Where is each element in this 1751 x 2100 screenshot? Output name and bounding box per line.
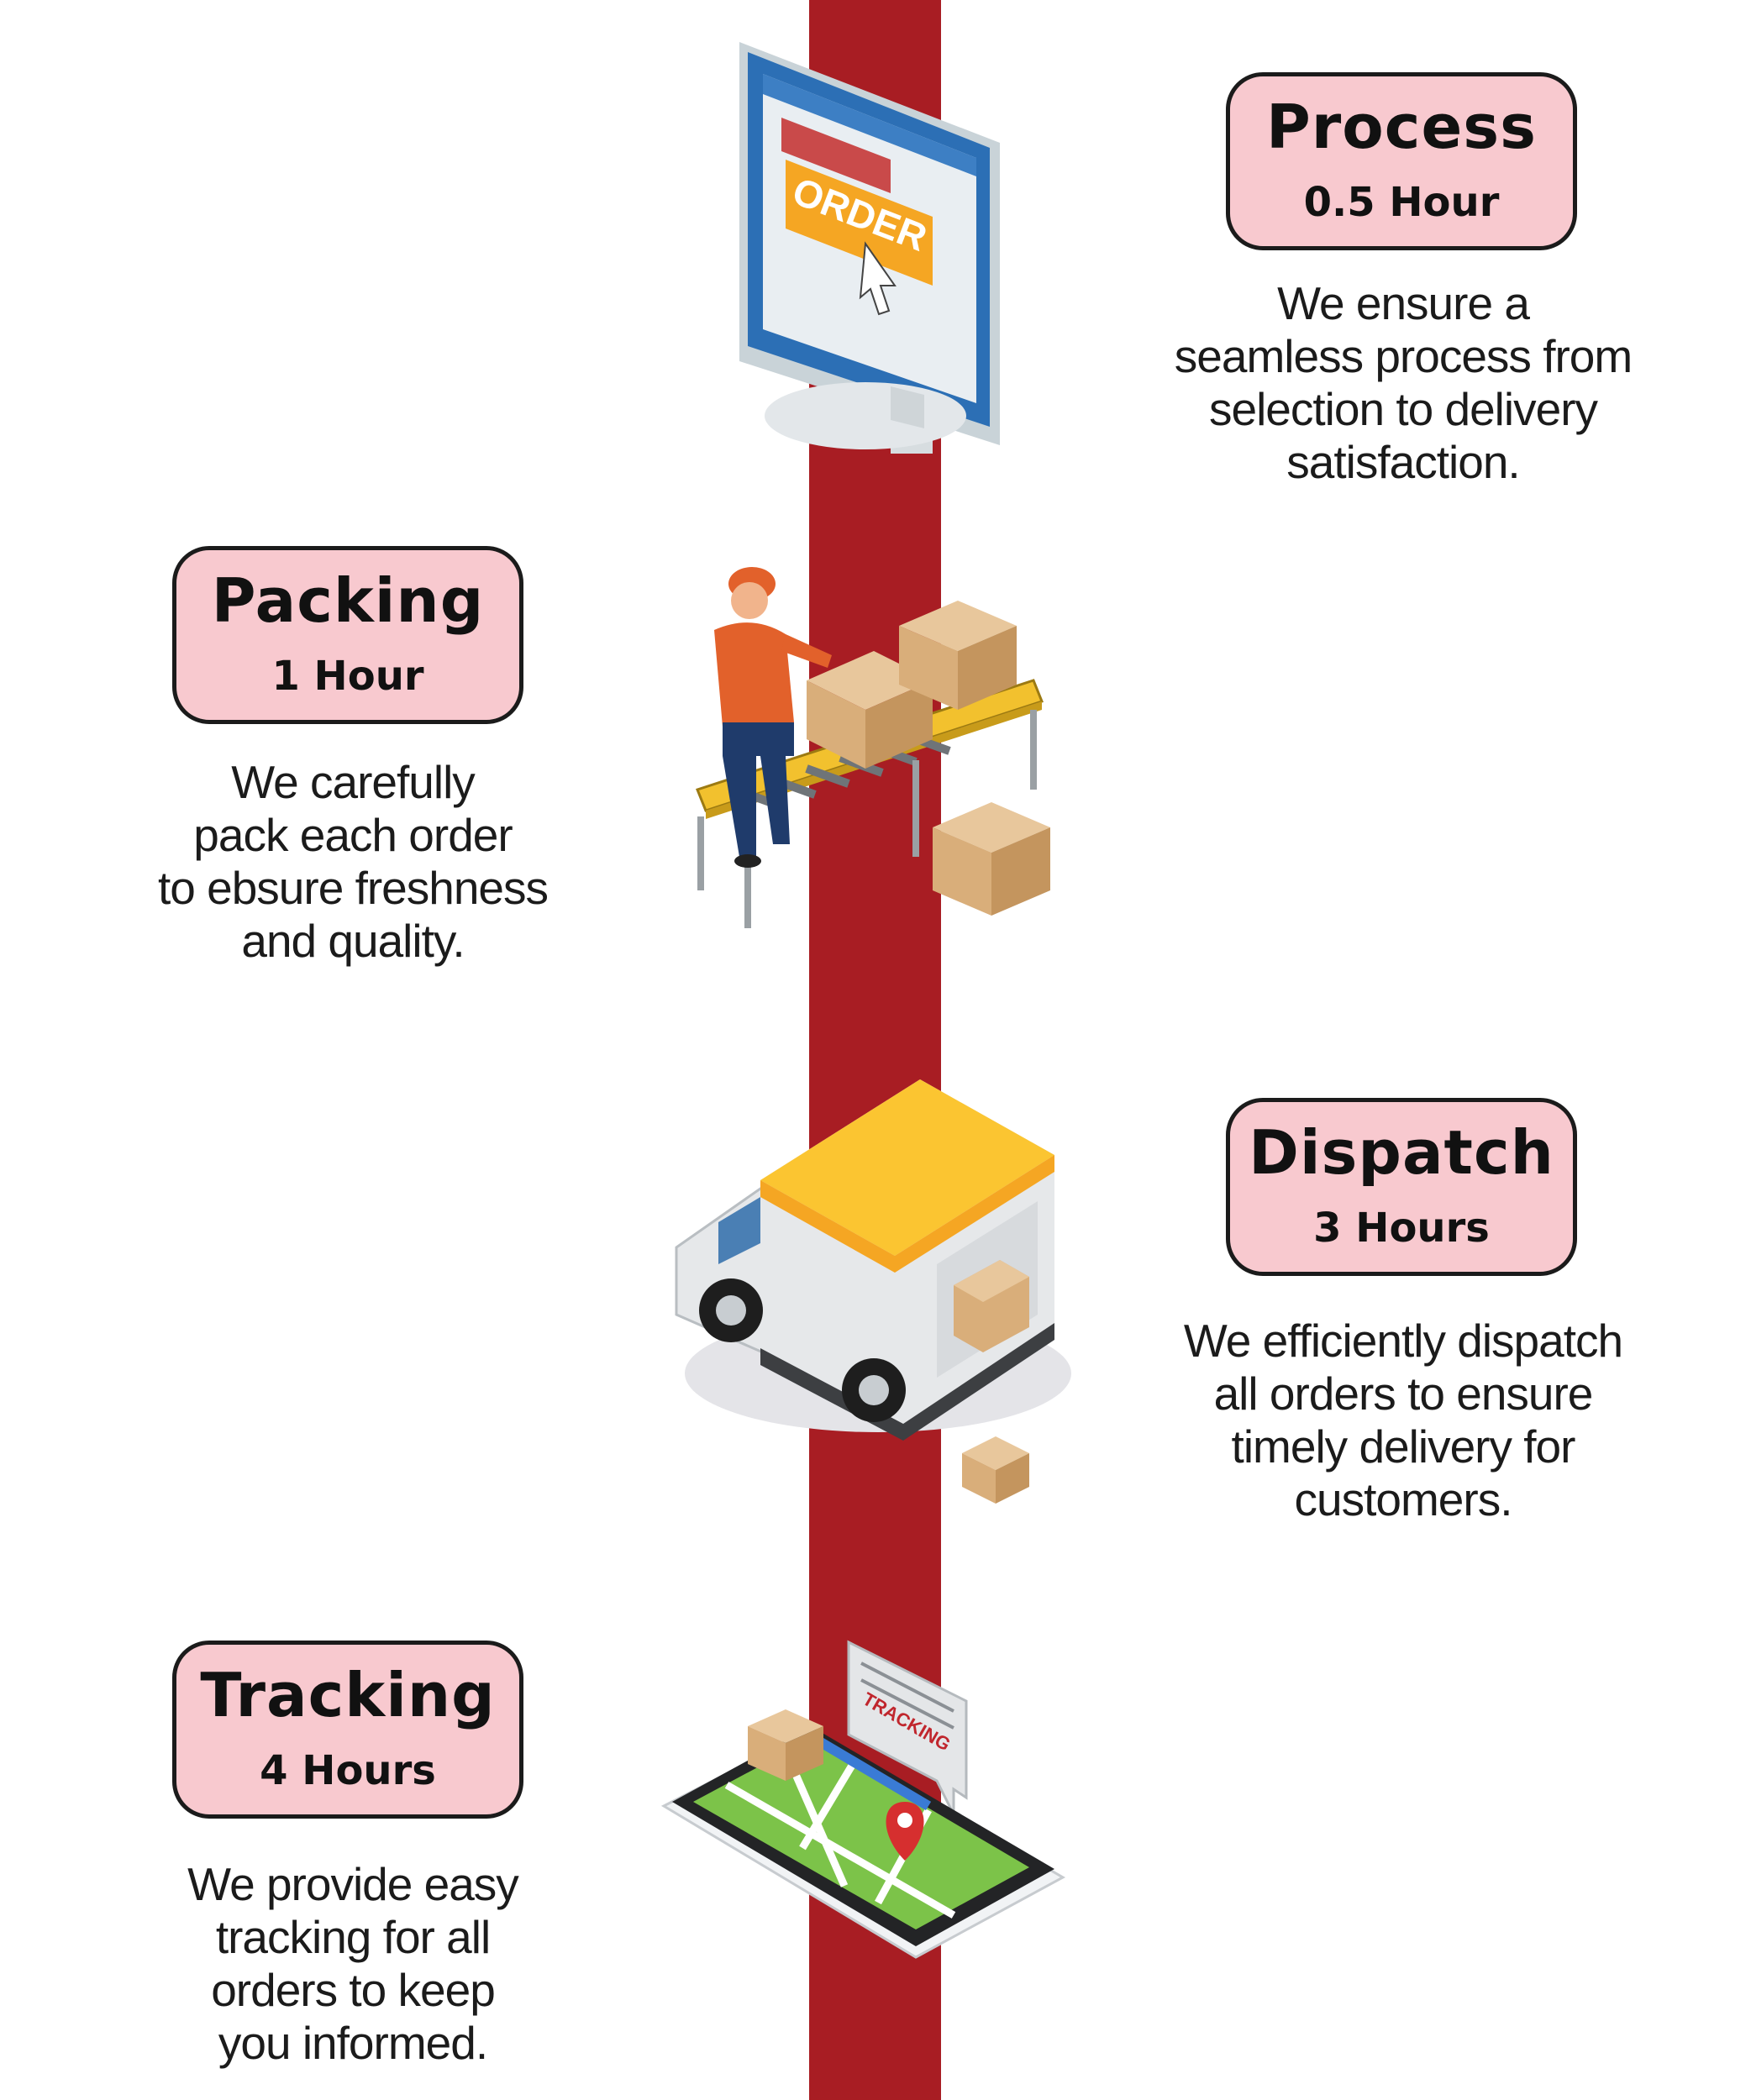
step-badge-tracking: Tracking 4 Hours — [172, 1641, 523, 1819]
phone-map-tracking-icon: TRACKING — [660, 1640, 1066, 1959]
step-duration: 0.5 Hour — [1303, 179, 1500, 226]
description-line: all orders to ensure — [1213, 1368, 1594, 1420]
delivery-truck-icon — [675, 1079, 1071, 1504]
step-description-process: We ensure a seamless process from select… — [1134, 277, 1672, 489]
description-line: orders to keep — [211, 1964, 496, 2016]
step-description-tracking: We provide easy tracking for all orders … — [84, 1858, 622, 2070]
step-description-dispatch: We efficiently dispatch all orders to en… — [1134, 1315, 1672, 1526]
description-line: timely delivery for — [1231, 1420, 1576, 1473]
step-title: Dispatch — [1249, 1117, 1554, 1188]
description-line: and quality. — [241, 915, 465, 967]
description-line: selection to delivery — [1208, 383, 1598, 435]
step-duration: 4 Hours — [260, 1747, 436, 1794]
description-line: seamless process from — [1174, 330, 1633, 382]
description-line: We efficiently dispatch — [1183, 1315, 1623, 1367]
computer-order-icon: ORDER — [739, 42, 1000, 454]
step-description-packing: We carefully pack each order to ebsure f… — [84, 756, 622, 968]
step-badge-process: Process 0.5 Hour — [1226, 72, 1577, 250]
description-line: We carefully — [231, 756, 476, 808]
step-badge-dispatch: Dispatch 3 Hours — [1226, 1098, 1577, 1276]
step-duration: 3 Hours — [1313, 1205, 1490, 1252]
packing-worker-icon — [696, 567, 1050, 928]
description-line: We ensure a — [1277, 277, 1530, 329]
description-line: We provide easy — [187, 1858, 519, 1910]
step-badge-packing: Packing 1 Hour — [172, 546, 523, 724]
step-duration: 1 Hour — [271, 653, 424, 700]
description-line: tracking for all — [215, 1911, 491, 1963]
step-title: Process — [1266, 92, 1537, 162]
description-line: you informed. — [218, 2017, 488, 2069]
description-line: customers. — [1294, 1473, 1513, 1525]
step-title: Packing — [211, 565, 485, 636]
step-title: Tracking — [200, 1660, 496, 1730]
description-line: satisfaction. — [1286, 436, 1520, 488]
description-line: to ebsure freshness — [157, 862, 549, 914]
description-line: pack each order — [193, 809, 513, 861]
